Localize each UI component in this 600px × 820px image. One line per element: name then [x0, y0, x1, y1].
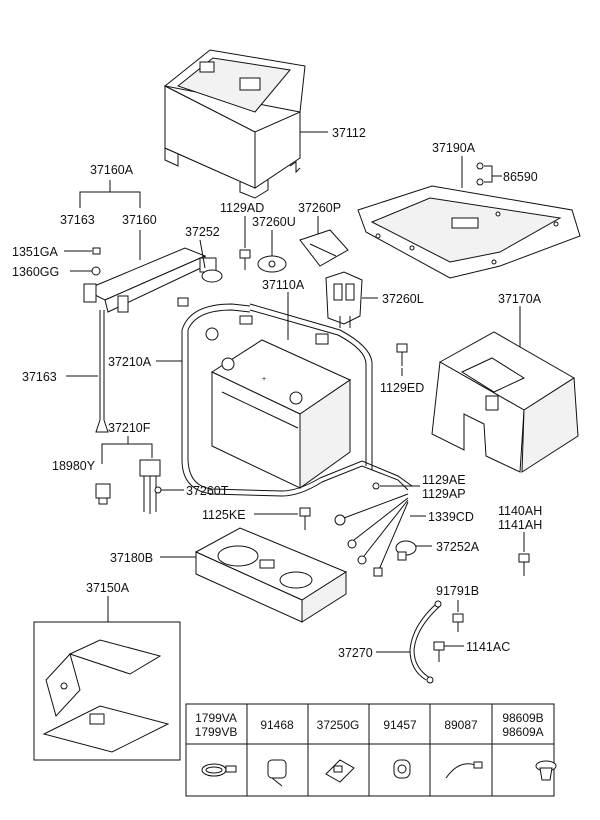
label-37160A: 37160A [90, 163, 134, 177]
label-37252A: 37252A [436, 540, 480, 554]
bolt-1141AH-icon [518, 553, 530, 576]
label-37270: 37270 [338, 646, 373, 660]
cable-clip-icon [267, 759, 287, 787]
table-header-98609A: 98609A [502, 725, 543, 739]
battery-tray-cover-drawing [357, 185, 581, 279]
table-header-37250G: 37250G [317, 718, 360, 732]
sensor-37210F-icon [139, 459, 161, 514]
bolt-1360GG-icon [91, 266, 101, 276]
bolt-1125KE-icon [299, 507, 311, 530]
ground-cable-37270-drawing [409, 600, 442, 684]
label-91791B: 91791B [436, 584, 479, 598]
label-1129AE: 1129AE [422, 473, 466, 487]
label-37163-left: 37163 [22, 370, 57, 384]
label-1141AC: 1141AC [466, 640, 510, 654]
fuse-18980Y-icon [95, 483, 111, 505]
bracket-clip-icon [325, 759, 355, 783]
hose-clamp-icon [201, 763, 237, 777]
label-37260P: 37260P [298, 201, 341, 215]
label-37260L: 37260L [382, 292, 424, 306]
nut-1351GA-icon [92, 247, 101, 255]
label-37260T: 37260T [186, 484, 229, 498]
label-37190A: 37190A [432, 141, 476, 155]
label-1360GG: 1360GG [12, 265, 59, 279]
label-37170A: 37170A [498, 292, 542, 306]
label-1351GA: 1351GA [12, 245, 59, 259]
label-37150A: 37150A [86, 581, 130, 595]
cable-tie-icon [445, 761, 483, 779]
bolt-91791B-icon [452, 613, 464, 632]
label-37112: 37112 [332, 126, 366, 140]
table-header-1799VA: 1799VA [195, 711, 237, 725]
push-rivet-icon [535, 760, 557, 781]
label-37163-top: 37163 [60, 213, 95, 227]
battery-tray-drawing [194, 527, 348, 623]
battery-insulation-cover-drawing [163, 49, 306, 199]
label-37110A: 37110A [262, 278, 305, 292]
table-header-91457: 91457 [383, 718, 417, 732]
label-86590: 86590 [503, 170, 538, 184]
label-18980Y: 18980Y [52, 459, 96, 473]
bolt-1129ED-icon [396, 343, 408, 366]
table-header-98609B: 98609B [502, 711, 543, 725]
battery-clamp-drawing [83, 247, 217, 433]
harness-leads-icon [334, 493, 409, 577]
terminal-37260T-icon [154, 486, 162, 494]
label-37210F: 37210F [108, 421, 151, 435]
terminal-37252A-icon [395, 540, 417, 561]
nut-1129AE-icon [372, 482, 380, 490]
svg-text:+: + [262, 376, 266, 383]
table-header-1799VB: 1799VB [195, 725, 238, 739]
label-37210A: 37210A [108, 355, 152, 369]
bracket-37150A-drawing [42, 639, 170, 753]
label-1141AH: 1141AH [498, 518, 542, 532]
terminal-cover-37260U-icon [257, 255, 287, 273]
label-1129ED: 1129ED [380, 381, 424, 395]
common-parts-table [185, 703, 555, 797]
label-37180B: 37180B [110, 551, 153, 565]
label-1339CD: 1339CD [428, 510, 474, 524]
table-header-89087: 89087 [444, 718, 478, 732]
label-1129AD: 1129AD [220, 201, 264, 215]
inset-frame [33, 621, 181, 761]
battery-tray-housing-drawing [431, 331, 579, 473]
label-37260U: 37260U [252, 215, 296, 229]
terminal-cover-37260P-icon [299, 229, 349, 267]
battery-drawing: + [210, 339, 352, 489]
label-1140AH: 1140AH [498, 504, 542, 518]
screw-86590-icons [476, 162, 484, 186]
terminal-37252-icon [201, 269, 223, 283]
label-37252: 37252 [185, 225, 220, 239]
bolt-1141AC-icon [433, 641, 445, 662]
label-1129AP: 1129AP [422, 487, 466, 501]
label-37160: 37160 [122, 213, 157, 227]
bolt-1129AD-icon [239, 249, 251, 270]
cable-terminals-icon [177, 297, 329, 345]
fuse-block-37260L-icon [325, 271, 363, 328]
label-1125KE: 1125KE [202, 508, 246, 522]
table-header-91468: 91468 [260, 718, 294, 732]
grommet-clip-icon [393, 759, 411, 779]
